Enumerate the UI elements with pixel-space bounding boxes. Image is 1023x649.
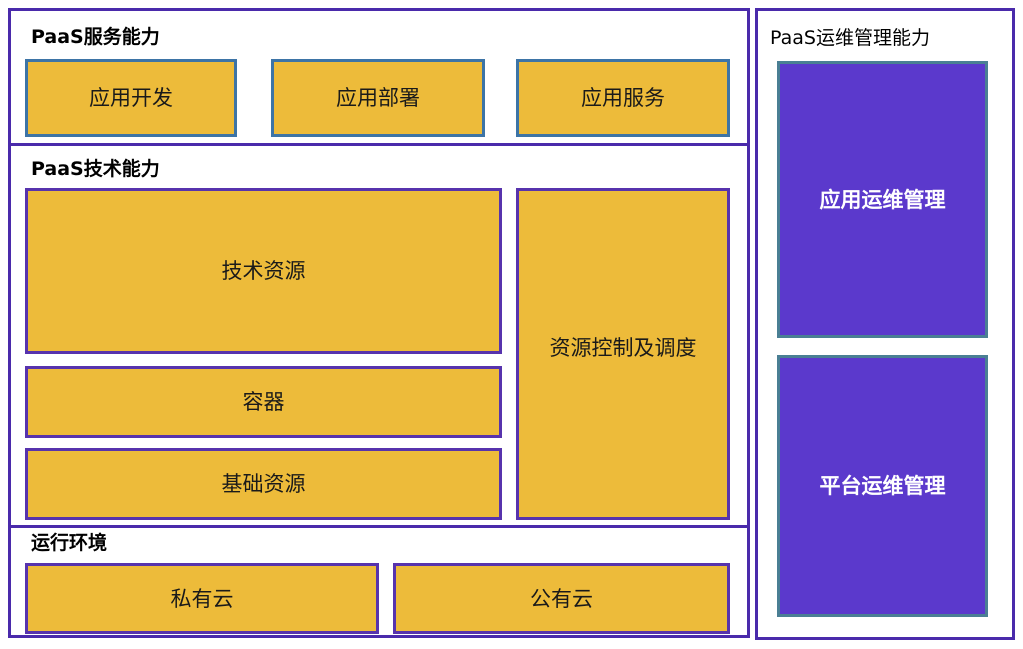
box-label: 基础资源	[221, 472, 306, 496]
box-app-development[interactable]: 应用开发	[25, 59, 237, 137]
box-label: 技术资源	[221, 259, 306, 283]
box-label: 平台运维管理	[819, 474, 946, 498]
box-app-ops-management[interactable]: 应用运维管理	[777, 61, 988, 338]
section-title-paas-service-capability: PaaS服务能力	[31, 26, 160, 48]
box-label: 公有云	[530, 586, 593, 611]
box-app-service[interactable]: 应用服务	[516, 59, 730, 137]
box-app-deployment[interactable]: 应用部署	[271, 59, 485, 137]
section-title-paas-ops-management: PaaS运维管理能力	[770, 27, 930, 49]
section-divider-2	[11, 525, 747, 528]
box-label: 资源控制及调度	[549, 336, 697, 360]
box-technical-resource[interactable]: 技术资源	[25, 188, 502, 354]
box-platform-ops-management[interactable]: 平台运维管理	[777, 355, 988, 617]
right-panel: PaaS运维管理能力 应用运维管理 平台运维管理	[755, 8, 1015, 640]
box-label: 容器	[242, 390, 285, 414]
box-label: 私有云	[170, 586, 234, 611]
box-resource-control-scheduling[interactable]: 资源控制及调度	[516, 188, 730, 520]
section-title-paas-technical-capability: PaaS技术能力	[31, 158, 160, 180]
box-label: 应用开发	[89, 86, 173, 110]
box-label: 应用运维管理	[819, 187, 946, 212]
box-container[interactable]: 容器	[25, 366, 502, 438]
box-public-cloud[interactable]: 公有云	[393, 563, 730, 634]
box-label: 应用服务	[581, 86, 665, 110]
left-panel: PaaS服务能力 应用开发 应用部署 应用服务 PaaS技术能力 技术资源 容器…	[8, 8, 750, 638]
box-basic-resource[interactable]: 基础资源	[25, 448, 502, 520]
box-private-cloud[interactable]: 私有云	[25, 563, 379, 634]
section-title-runtime-environment: 运行环境	[31, 532, 108, 554]
section-divider-1	[11, 143, 747, 146]
box-label: 应用部署	[336, 86, 420, 110]
